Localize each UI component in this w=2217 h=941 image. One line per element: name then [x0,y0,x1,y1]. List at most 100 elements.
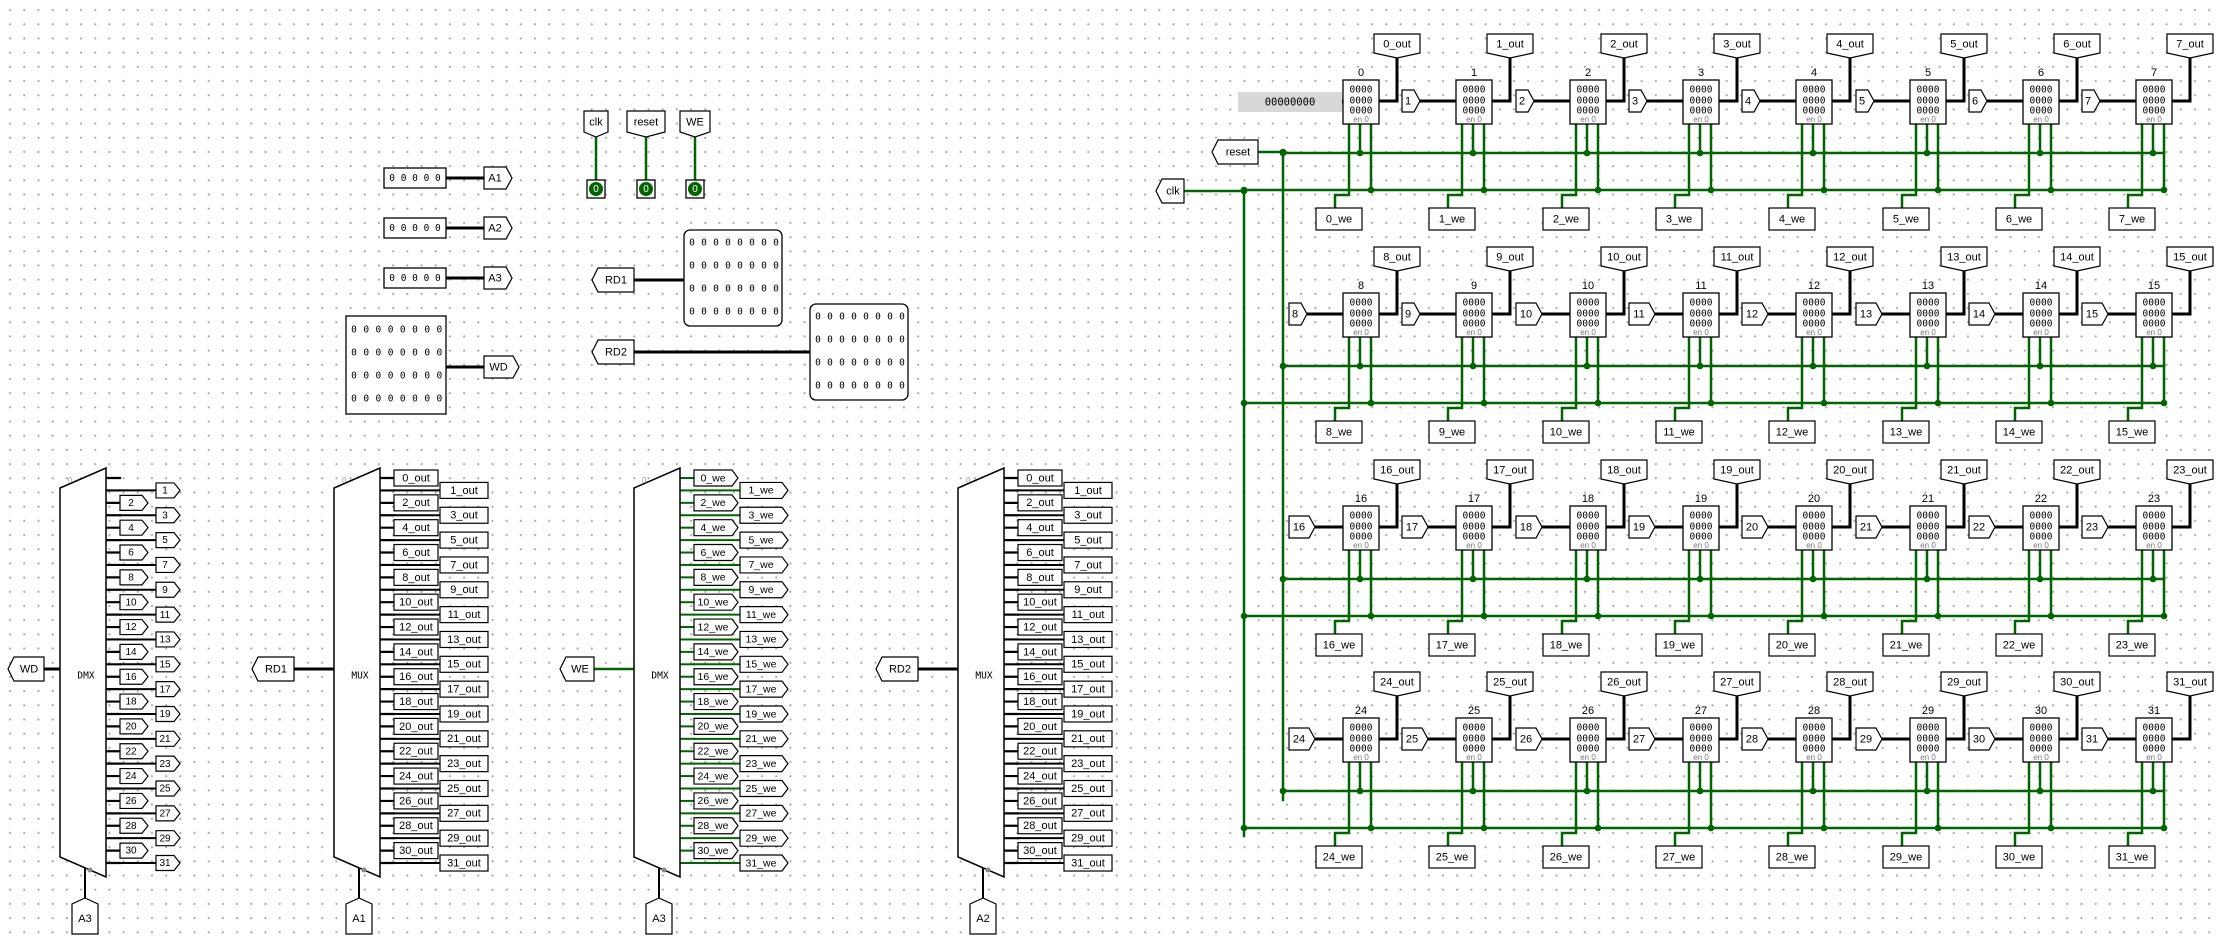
wd-demux-out-20-label: 20 [125,722,137,733]
wd-demux-out-13-label: 13 [159,635,171,646]
reg-we-tunnel-20-label: 20_we [1776,639,1808,651]
rd1-mux-out-25-label: 25_out [447,783,481,795]
we-demux-out-22-shape [693,742,739,760]
junction-dot [2160,186,2168,194]
rd1-mux-out-26-shape [393,792,439,810]
register-body [2022,717,2060,763]
reg-out-tunnel-28-shape [1826,671,1874,697]
rd2-mux-out-19-shape [1063,705,1113,723]
register-body [1682,292,1720,338]
junction-dot [1356,575,1364,583]
junction-dot [1809,362,1817,370]
rd2-mux-out-10-shape [1017,593,1063,611]
register-value-2: 0000 [1690,734,1713,745]
reg-out-bus [1379,690,1399,741]
junction-dot [1923,787,1931,795]
junction-dot [1934,186,1942,194]
a3-pin-value: 0 0 0 0 0 [389,273,441,284]
we-demux-out-17-label: 17_we [746,683,777,695]
wd-bit: 0 [376,348,382,359]
register-value-3: 0000 [1690,744,1713,755]
reg-out-tunnel-10-label: 10_out [1607,251,1641,263]
reg-out-tunnel-28-label: 28_out [1833,676,1867,688]
rd1-mux-out-9-label: 9_out [450,584,478,596]
reg-out-bus [1832,690,1852,741]
a2-input-pin[interactable]: 0 0 0 0 0 [383,217,447,239]
register-value-3: 0000 [2143,319,2166,330]
reg-out-tunnel-20-shape [1826,459,1874,485]
register-value-1: 0000 [2030,298,2053,309]
wd-demux-out-17-label: 17 [159,684,171,695]
clk-input-pin[interactable]: 0 [586,179,606,199]
a1-pin-frame[interactable] [383,167,447,189]
reg-we-tunnel-27-shape [1655,845,1703,869]
reg-we-tunnel-13-shape [1882,420,1930,444]
clk-pin-led[interactable] [589,182,603,196]
rd2-mux-out-13-label: 13_out [1071,634,1105,646]
rd2-bit: 0 [827,312,833,323]
reg-out-tunnel-20-label: 20_out [1833,464,1867,476]
wd-bit: 0 [424,325,430,336]
register-value-1: 0000 [1690,298,1713,309]
register-value-1: 0000 [1803,723,1826,734]
register-value-2: 0000 [1803,309,1826,320]
reset-input-pin[interactable]: 0 [636,179,656,199]
wd-demux-out-7-label: 7 [162,560,168,571]
reg-in-tunnel-26-label: 26 [1520,733,1532,745]
wd-demux-out-18-shape [119,693,149,710]
reset-pin-led[interactable] [639,182,653,196]
we-pin-led[interactable] [688,182,702,196]
register-name: 15 [2148,280,2160,292]
rd2-mux-out-16-label: 16_out [1023,671,1057,683]
wd-demux-out-29-shape [155,830,181,847]
register-value-3: 0000 [1577,106,1600,117]
rd1-bit: 0 [725,307,731,318]
reg-out-tunnel-12-label: 12_out [1833,251,1867,263]
register-value-3: 0000 [1463,744,1486,755]
reg-out-tunnel-3-label: 3_out [1723,38,1751,50]
register-value-3: 0000 [1690,106,1713,117]
reg-out-tunnel-1-label: 1_out [1496,38,1524,50]
reg-we-wire [1900,550,1918,634]
reg-we-tunnel-28-label: 28_we [1776,851,1808,863]
register-enable: en 0 [1353,115,1369,124]
wd-pin-frame[interactable] [345,315,447,415]
reg-we-tunnel-12-shape [1768,420,1816,444]
reg-in-tunnel-9-label: 9 [1405,308,1411,320]
wd-demux-body [59,466,107,879]
reg-in-tunnel-5-shape [1855,89,1875,113]
a2-pin-frame[interactable] [383,217,447,239]
reg-in-tunnel-30-shape [1968,727,1996,751]
a3-pin-frame[interactable] [383,267,447,289]
reg-in-tunnel-3-shape [1628,89,1648,113]
we-input-pin[interactable]: 0 [685,179,705,199]
junction-dot [2160,399,2168,407]
reg-we-tunnel-4-shape [1768,207,1816,231]
rd1-mux-out-7-label: 7_out [450,559,478,571]
a3-input-pin[interactable]: 0 0 0 0 0 [383,267,447,289]
we-demux-select-dot [661,867,667,873]
rd1-mux-out-2-shape [393,494,439,512]
rd1-mux-out-1-shape [439,481,489,500]
wd-bit: 0 [388,394,394,405]
a1-input-pin[interactable]: 0 0 0 0 0 [383,167,447,189]
wd-demux-out-25-shape [155,780,181,797]
rd1-mux-out-27-label: 27_out [447,808,481,820]
register-body [2135,292,2173,338]
rd1-bit: 0 [749,238,755,249]
register-enable: en 0 [1353,328,1369,337]
reg-out-bus [1606,265,1626,316]
rd1-mux-out-28-label: 28_out [399,820,433,832]
register-body [1795,79,1833,125]
rd1-mux-body [333,466,381,879]
reset-pin-value: 0 [643,184,649,195]
rd2-bit: 0 [887,381,893,392]
reg-we-wire [1786,550,1804,634]
reg-out-tunnel-7-label: 7_out [2176,38,2204,50]
